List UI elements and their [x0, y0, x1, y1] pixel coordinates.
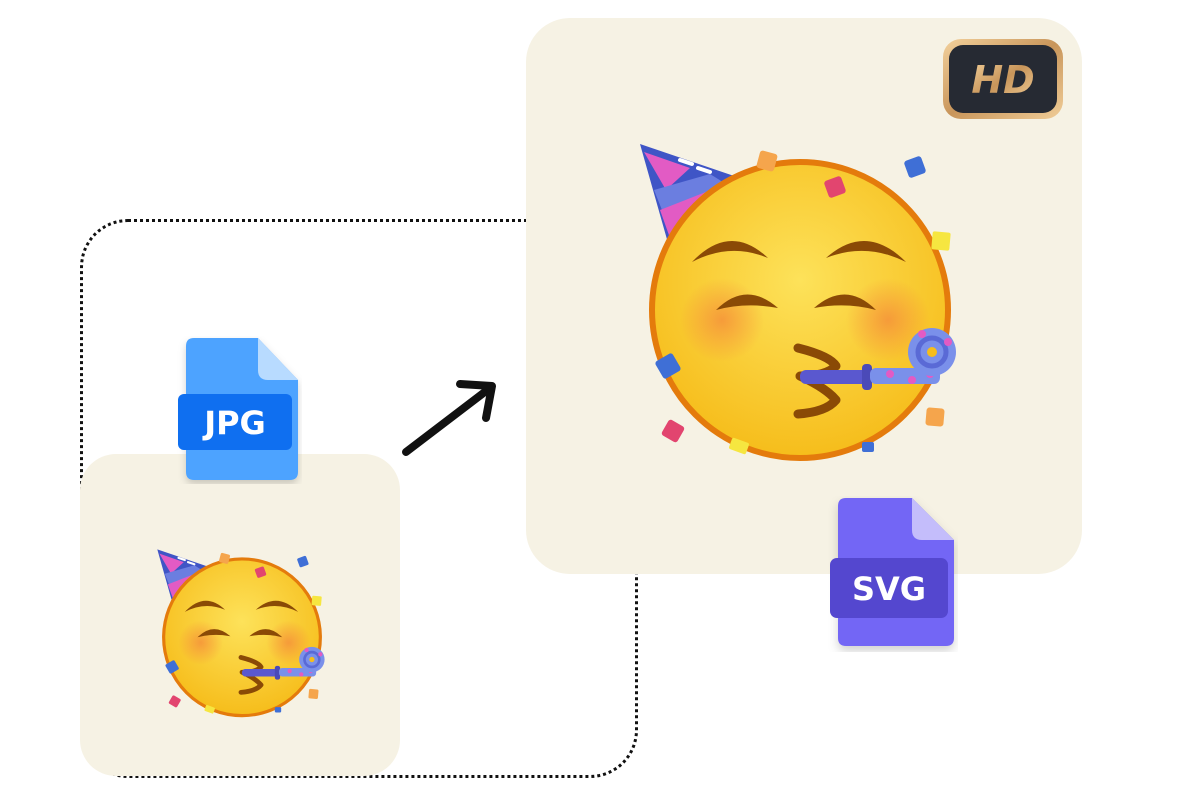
source-image-card — [80, 454, 400, 776]
partying-face-emoji-small — [152, 542, 332, 722]
partying-face-emoji-large — [630, 130, 970, 470]
arrow-up-right-icon — [402, 380, 496, 456]
hd-label: HD — [971, 58, 1034, 102]
jpg-format-label: JPG — [202, 404, 266, 442]
svg-format-label: SVG — [852, 570, 926, 608]
svg-file-icon: SVG — [830, 498, 954, 646]
jpg-file-icon: JPG — [178, 338, 298, 480]
hd-quality-badge: HD — [943, 39, 1063, 119]
